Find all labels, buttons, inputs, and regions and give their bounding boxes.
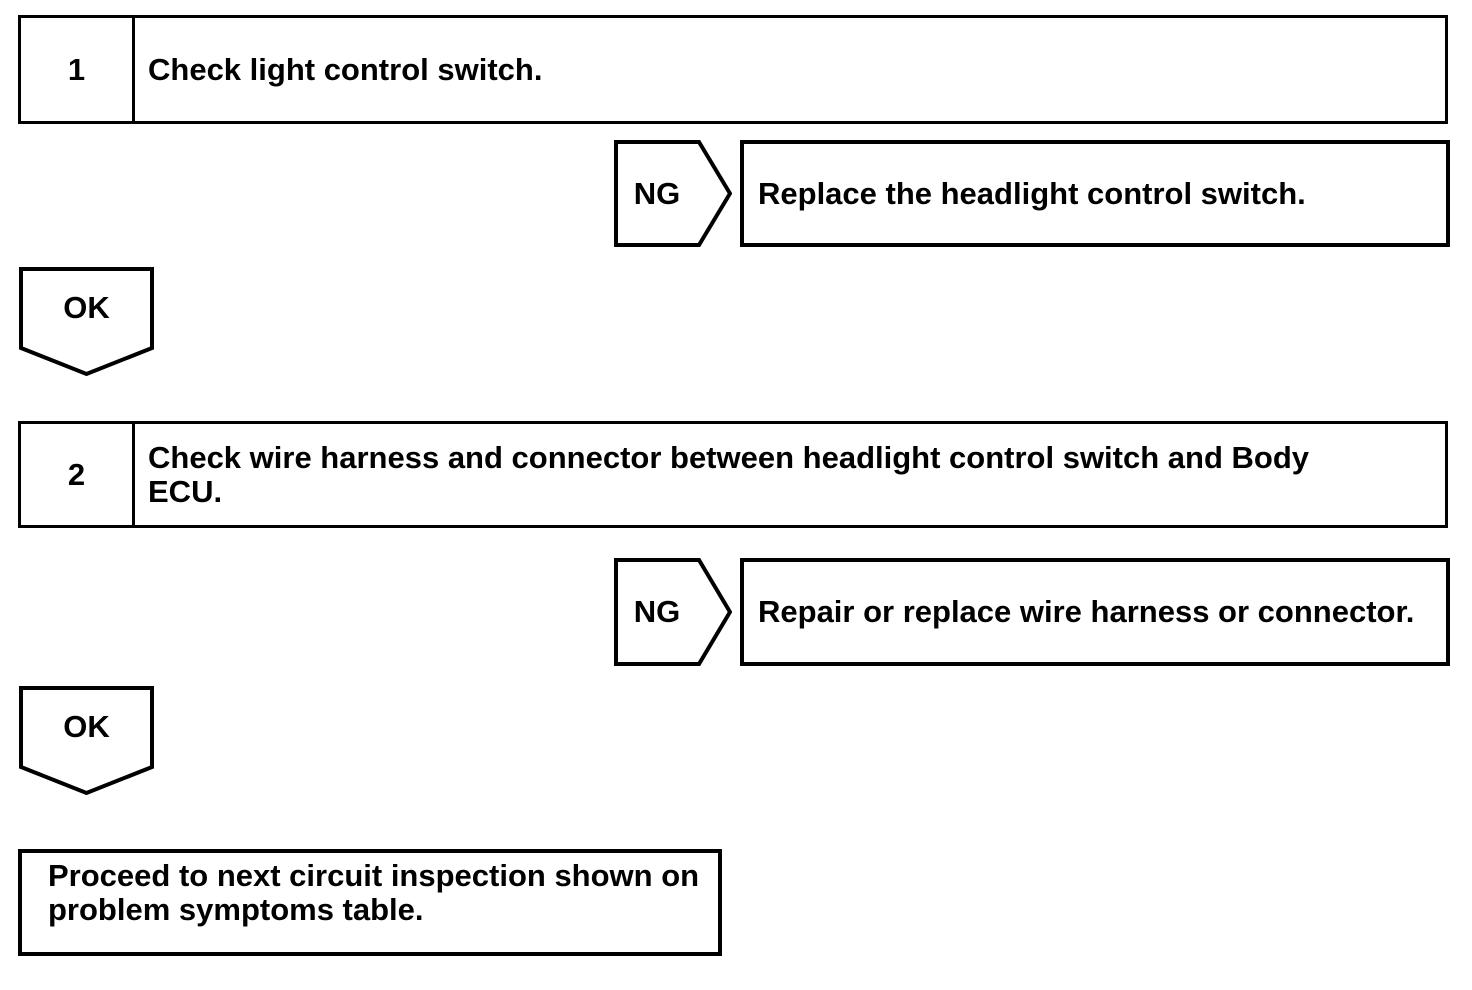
- step-2-box: 2 Check wire harness and connector betwe…: [18, 421, 1448, 528]
- ok-arrow-2: OK: [19, 686, 154, 796]
- step-2-instruction-line-1: Check wire harness and connector between…: [148, 439, 1310, 475]
- result-box-2: Repair or replace wire harness or connec…: [740, 558, 1450, 666]
- final-note-line-2: problem symptoms table.: [48, 892, 424, 927]
- step-2-instruction: Check wire harness and connector between…: [135, 424, 1445, 525]
- ok-pentagon-icon: [19, 686, 154, 796]
- result-2-text: Repair or replace wire harness or connec…: [758, 594, 1415, 629]
- ok-pentagon-icon: [19, 267, 154, 377]
- ok-label-2: OK: [63, 708, 110, 744]
- result-1-text: Replace the headlight control switch.: [758, 175, 1306, 211]
- ng-arrow-1: NG: [614, 140, 732, 247]
- step-1-number: 1: [21, 18, 135, 121]
- step-2-instruction-line-2: ECU.: [148, 473, 223, 509]
- result-box-1: Replace the headlight control switch.: [740, 140, 1450, 247]
- ok-arrow-1: OK: [19, 267, 154, 377]
- step-1-box: 1 Check light control switch.: [18, 15, 1448, 124]
- step-1-instruction-line: Check light control switch.: [148, 51, 543, 87]
- ng-pentagon-icon: [614, 140, 732, 247]
- step-2-number: 2: [21, 424, 135, 525]
- final-note-box: Proceed to next circuit inspection shown…: [18, 849, 722, 956]
- final-note-line-1: Proceed to next circuit inspection shown…: [48, 858, 700, 893]
- ok-label-1: OK: [63, 289, 110, 325]
- ng-label-1: NG: [633, 175, 681, 211]
- ng-label-2: NG: [633, 594, 681, 629]
- ng-arrow-2: NG: [614, 558, 732, 666]
- ng-pentagon-icon: [614, 558, 732, 666]
- step-1-instruction: Check light control switch.: [135, 18, 1445, 121]
